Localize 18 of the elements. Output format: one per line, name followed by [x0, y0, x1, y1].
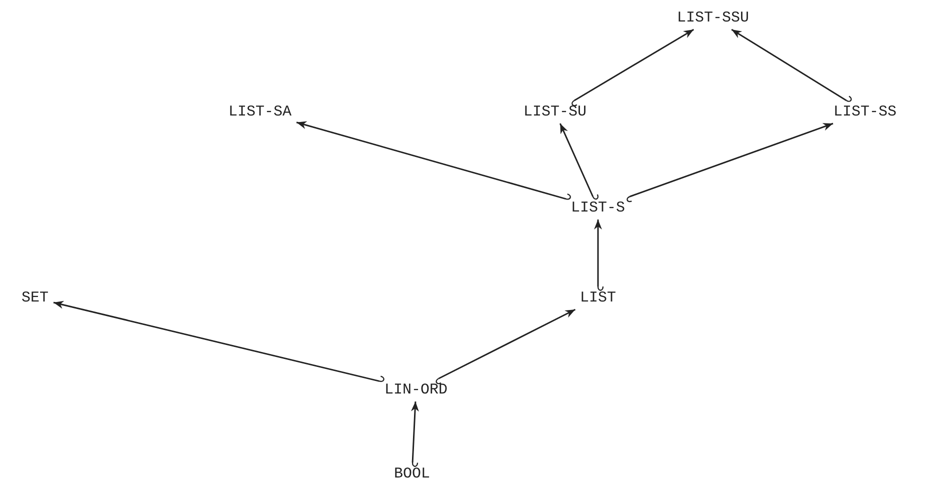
node-label: SET: [22, 290, 48, 306]
arrow: [559, 123, 599, 200]
node-label: BOOL: [394, 466, 430, 482]
node-label: LIST-S: [571, 200, 625, 216]
node-label: LIST-SA: [228, 104, 292, 120]
arrow: [626, 122, 834, 202]
arrow: [410, 401, 419, 467]
node-label: LIST-SS: [834, 104, 896, 120]
arrow: [594, 220, 604, 291]
node-label: LIN-ORD: [384, 382, 448, 398]
arrow: [572, 28, 694, 106]
node-label: LIST-SU: [524, 104, 586, 120]
arrow: [436, 308, 576, 384]
node-label: LIST-SSU: [677, 10, 749, 26]
arrow: [296, 121, 571, 200]
node-label: LIST: [580, 290, 616, 306]
arrow: [53, 300, 384, 382]
arrow: [731, 28, 852, 102]
